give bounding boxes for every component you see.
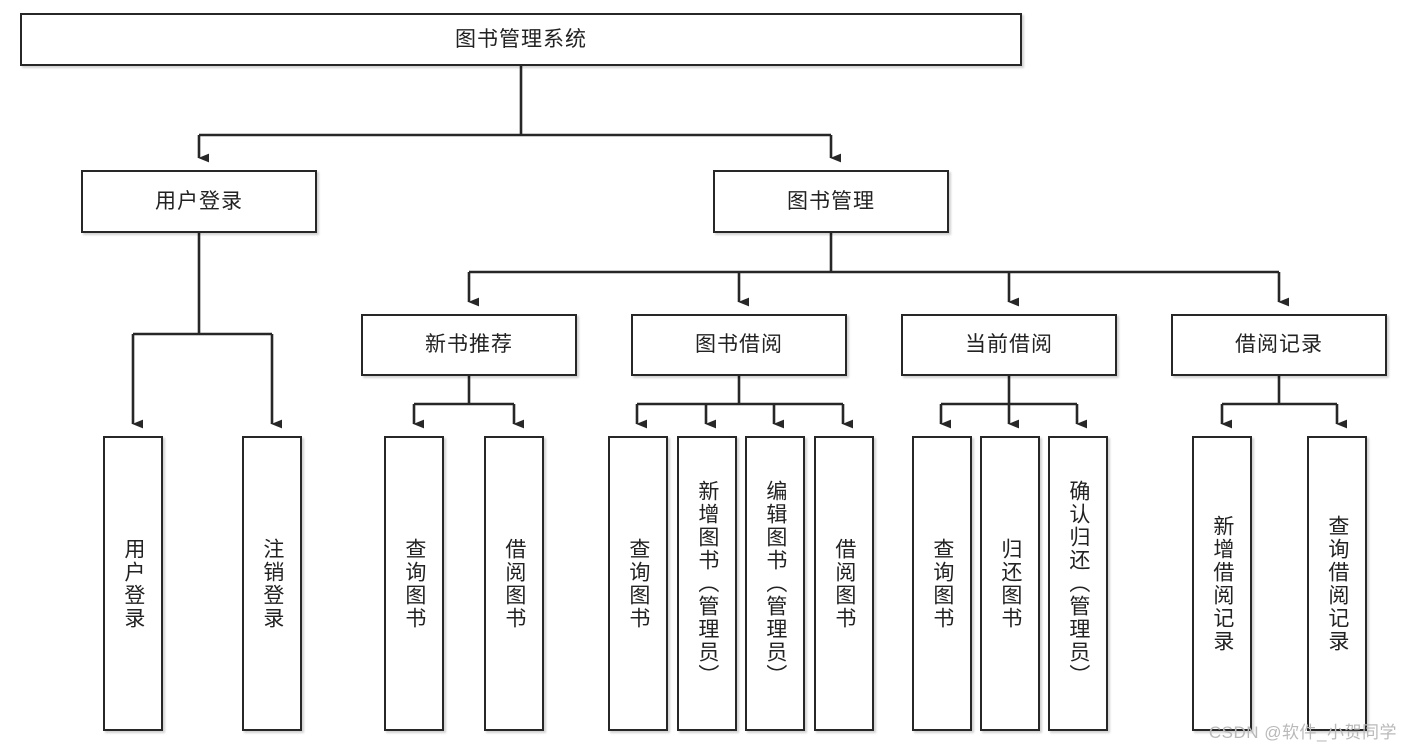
node-root[interactable]: 图书管理系统: [20, 13, 1022, 66]
node-user-login-label: 用户登录: [155, 189, 243, 213]
node-leaf-user-login[interactable]: 用户登录: [103, 436, 163, 731]
node-leaf-return-book[interactable]: 归还图书: [980, 436, 1040, 731]
node-new-book-rec-label: 新书推荐: [425, 333, 513, 357]
node-leaf-user-login-label: 用户登录: [121, 537, 145, 630]
node-leaf-edit-book-label: 编辑图书（管理员）: [763, 480, 787, 687]
node-current-borrow[interactable]: 当前借阅: [901, 314, 1117, 376]
node-leaf-add-book[interactable]: 新增图书（管理员）: [677, 436, 737, 731]
node-leaf-borrow-book-1-label: 借阅图书: [502, 537, 526, 630]
node-leaf-logout-login-label: 注销登录: [260, 537, 284, 630]
node-leaf-edit-book[interactable]: 编辑图书（管理员）: [745, 436, 805, 731]
node-leaf-confirm-return[interactable]: 确认归还（管理员）: [1048, 436, 1108, 731]
node-leaf-add-record[interactable]: 新增借阅记录: [1192, 436, 1252, 731]
node-book-manage[interactable]: 图书管理: [713, 170, 949, 233]
node-leaf-return-book-label: 归还图书: [998, 537, 1022, 630]
node-leaf-query-record[interactable]: 查询借阅记录: [1307, 436, 1367, 731]
node-leaf-add-book-label: 新增图书（管理员）: [695, 480, 719, 687]
node-leaf-query-book-3-label: 查询图书: [930, 537, 954, 630]
node-leaf-borrow-book-2[interactable]: 借阅图书: [814, 436, 874, 731]
node-book-manage-label: 图书管理: [787, 189, 875, 213]
csdn-watermark: CSDN @软件_小贺同学: [1208, 723, 1397, 742]
node-leaf-borrow-book-1[interactable]: 借阅图书: [484, 436, 544, 731]
node-borrow-record-label: 借阅记录: [1235, 333, 1323, 357]
node-leaf-query-book-1[interactable]: 查询图书: [384, 436, 444, 731]
node-leaf-query-book-2-label: 查询图书: [626, 537, 650, 630]
node-book-borrow-label: 图书借阅: [695, 333, 783, 357]
node-new-book-rec[interactable]: 新书推荐: [361, 314, 577, 376]
node-leaf-borrow-book-2-label: 借阅图书: [832, 537, 856, 630]
node-current-borrow-label: 当前借阅: [965, 333, 1053, 357]
node-leaf-query-book-1-label: 查询图书: [402, 537, 426, 630]
node-leaf-confirm-return-label: 确认归还（管理员）: [1066, 480, 1090, 687]
node-leaf-logout-login[interactable]: 注销登录: [242, 436, 302, 731]
node-borrow-record[interactable]: 借阅记录: [1171, 314, 1387, 376]
node-user-login[interactable]: 用户登录: [81, 170, 317, 233]
node-leaf-query-record-label: 查询借阅记录: [1325, 514, 1349, 653]
node-leaf-add-record-label: 新增借阅记录: [1210, 514, 1234, 653]
node-leaf-query-book-2[interactable]: 查询图书: [608, 436, 668, 731]
node-root-label: 图书管理系统: [455, 27, 587, 51]
node-leaf-query-book-3[interactable]: 查询图书: [912, 436, 972, 731]
node-book-borrow[interactable]: 图书借阅: [631, 314, 847, 376]
